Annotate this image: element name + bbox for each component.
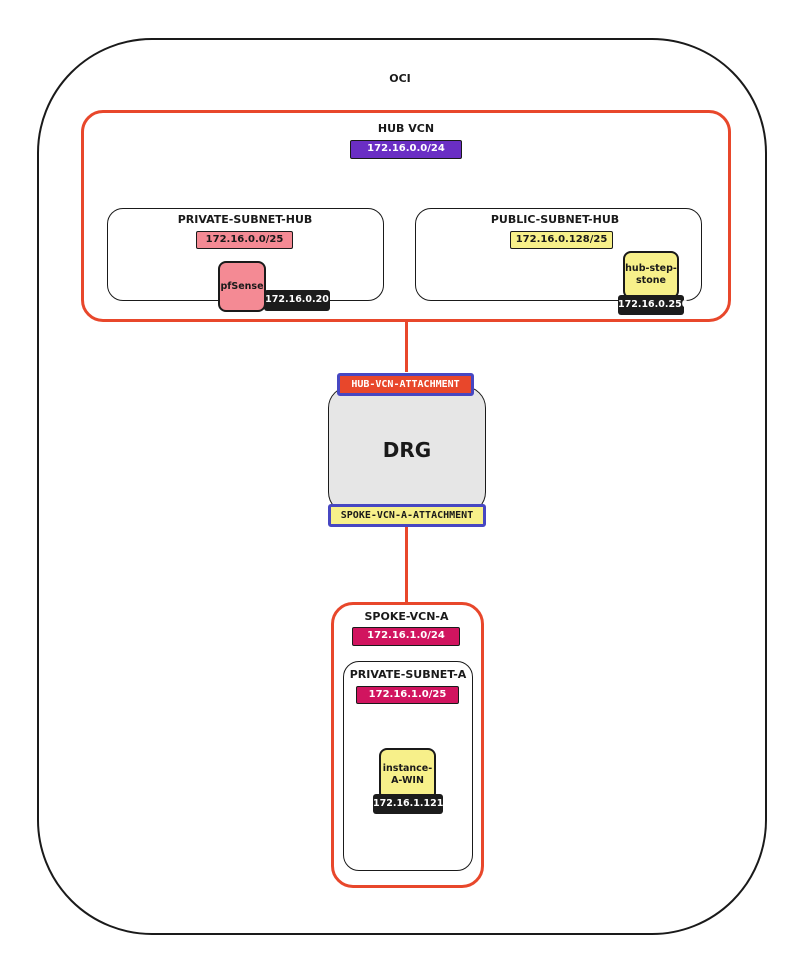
hub-step-stone-ip: 172.16.0.250 xyxy=(618,295,688,315)
hub-vcn-container xyxy=(81,110,731,322)
hub-step-stone-label-2: stone xyxy=(636,275,666,286)
hub-step-stone-label-1: hub-step- xyxy=(625,263,677,274)
drg-label: DRG xyxy=(382,438,432,462)
hub-vcn-label: HUB VCN xyxy=(377,122,435,135)
private-subnet-hub-label: PRIVATE-SUBNET-HUB xyxy=(177,213,313,226)
spoke-vcn-a-attachment[interactable]: SPOKE-VCN-A-ATTACHMENT xyxy=(328,504,486,527)
instance-a-win-ip: 172.16.1.121 xyxy=(373,794,443,814)
public-subnet-hub-cidr: 172.16.0.128/25 xyxy=(510,231,613,249)
instance-a-win-label-2: A-WIN xyxy=(391,774,424,786)
spoke-vcn-a-label: SPOKE-VCN-A xyxy=(364,610,449,623)
spoke-vcn-a-container xyxy=(331,602,484,888)
oci-container xyxy=(37,38,767,935)
private-subnet-a-label: PRIVATE-SUBNET-A xyxy=(349,668,467,681)
spoke-vcn-a-cidr: 172.16.1.0/24 xyxy=(352,627,460,646)
pfsense-node[interactable]: pfSense xyxy=(218,261,266,312)
hub-step-stone-node[interactable]: hub-step- stone xyxy=(623,251,679,299)
drg-node[interactable]: DRG xyxy=(328,386,486,514)
drg-spoke-connector xyxy=(405,527,408,602)
pfsense-ip: 172.16.0.20 xyxy=(264,290,330,311)
hub-vcn-attachment[interactable]: HUB-VCN-ATTACHMENT xyxy=(337,373,474,396)
private-subnet-a-cidr: 172.16.1.0/25 xyxy=(356,686,459,704)
instance-a-win-label-1: instance- xyxy=(382,762,433,774)
pfsense-label: pfSense xyxy=(220,280,264,292)
oci-label: OCI xyxy=(389,72,411,85)
private-subnet-hub-cidr: 172.16.0.0/25 xyxy=(196,231,293,249)
public-subnet-hub-label: PUBLIC-SUBNET-HUB xyxy=(490,213,620,226)
hub-vcn-cidr: 172.16.0.0/24 xyxy=(350,140,462,159)
hub-drg-connector xyxy=(405,322,408,372)
instance-a-win-node[interactable]: instance- A-WIN xyxy=(379,748,436,801)
